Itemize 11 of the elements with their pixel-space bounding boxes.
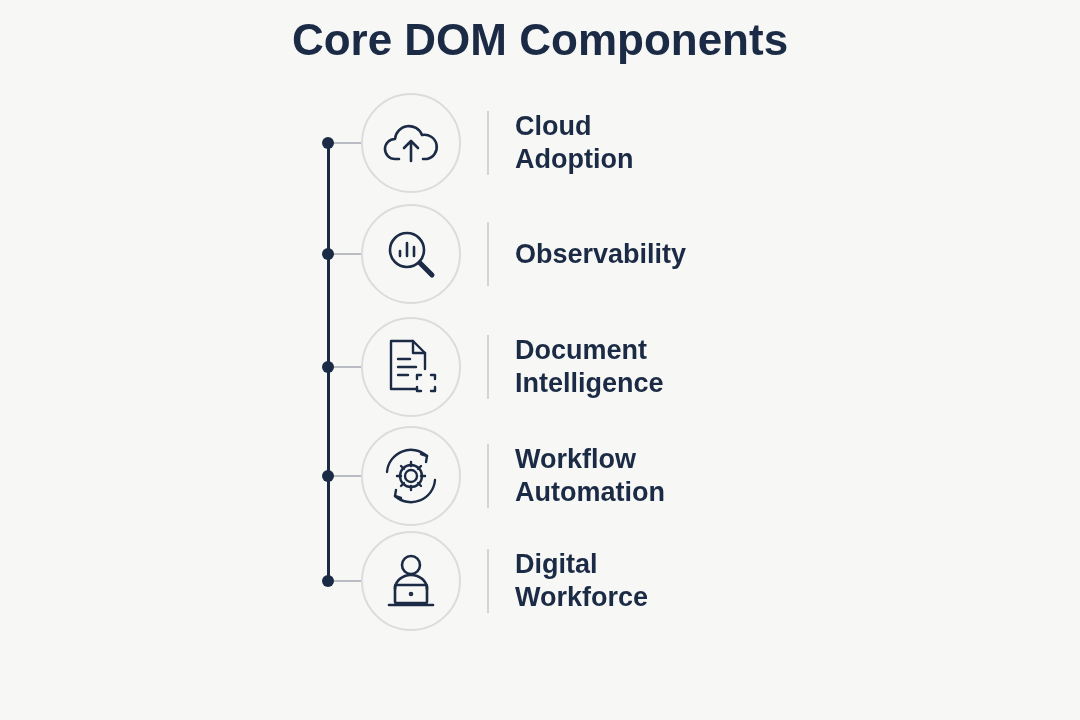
connector-line [322,575,362,587]
item-label: Observability [515,237,688,271]
item-label: Document Intelligence [515,334,665,400]
item-label: Cloud Adoption [515,110,635,176]
connector-line [322,470,362,482]
item-label: Digital Workforce [515,548,650,614]
title: Core DOM Components [291,18,789,62]
connector-line [322,248,362,260]
connector-line [322,137,362,149]
item-label: Workflow Automation [515,443,666,509]
connector-line [322,361,362,373]
